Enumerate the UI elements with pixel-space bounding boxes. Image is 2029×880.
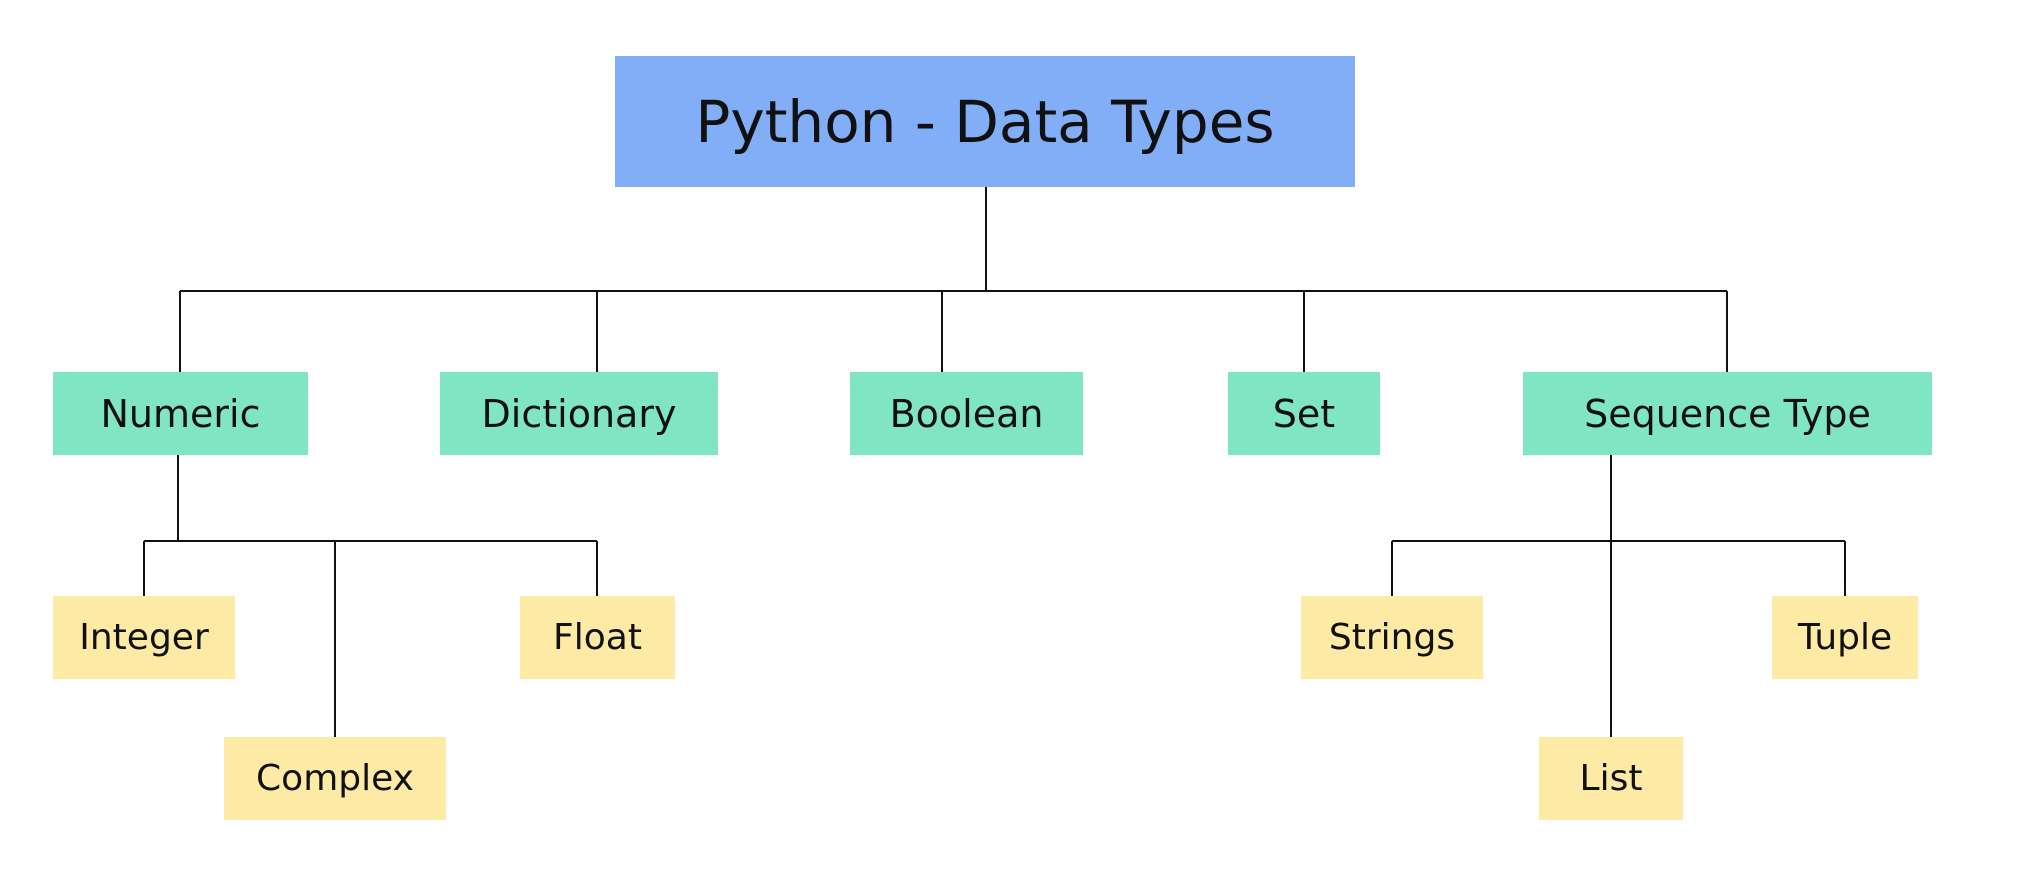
subtype-tuple: Tuple [1772, 596, 1918, 679]
subtype-integer: Integer [53, 596, 235, 679]
category-numeric: Numeric [53, 372, 308, 455]
category-boolean: Boolean [850, 372, 1083, 455]
numeric-children-connector [144, 455, 597, 542]
subtype-strings: Strings [1301, 596, 1483, 679]
root-node: Python - Data Types [615, 56, 1355, 187]
subtype-list: List [1539, 737, 1683, 820]
category-dictionary: Dictionary [440, 372, 718, 455]
root-connector [180, 187, 1727, 292]
sequence-children-connector [1392, 455, 1845, 542]
category-sequence-type: Sequence Type [1523, 372, 1932, 455]
category-set: Set [1228, 372, 1380, 455]
subtype-float: Float [520, 596, 675, 679]
subtype-complex: Complex [224, 737, 446, 820]
